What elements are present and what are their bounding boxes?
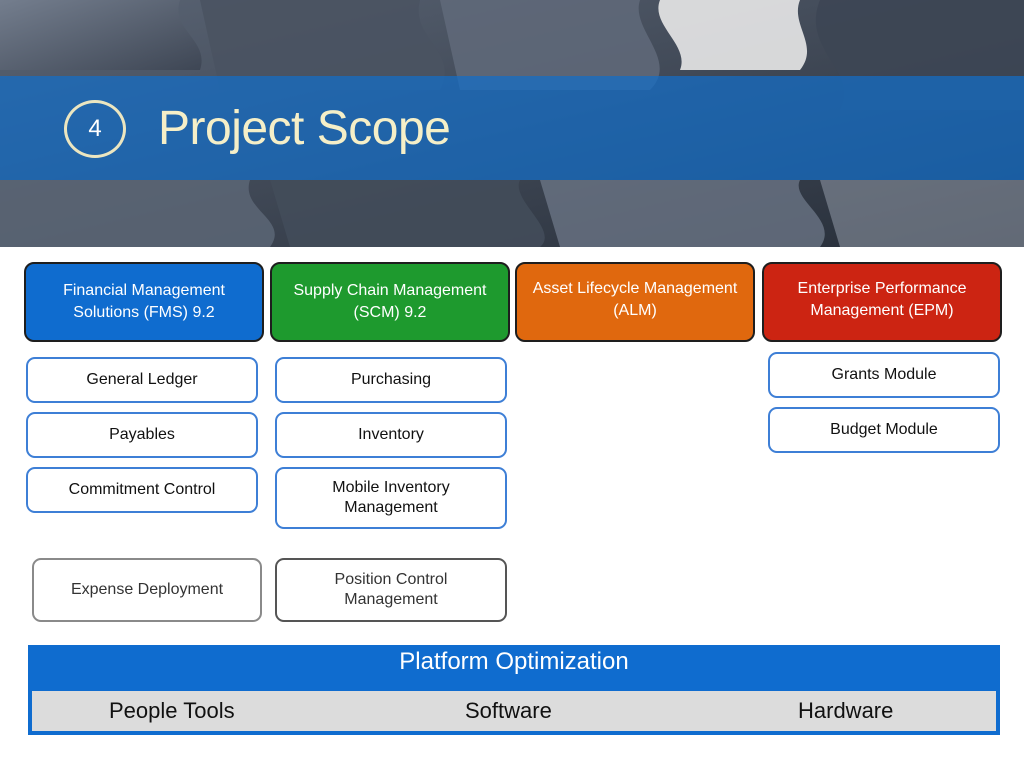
module-commitment-control: Commitment Control [26, 467, 258, 513]
module-expense-deployment: Expense Deployment [32, 558, 262, 622]
step-number-badge: 4 [64, 100, 126, 158]
title-band [0, 76, 1024, 180]
module-grants: Grants Module [768, 352, 1000, 398]
module-mobile-inventory-management: Mobile Inventory Management [275, 467, 507, 529]
platform-items-bar: People Tools Software Hardware [32, 691, 996, 731]
category-alm: Asset Lifecycle Management (ALM) [515, 262, 755, 342]
platform-optimization-panel: Platform Optimization People Tools Softw… [28, 645, 1000, 735]
header-banner: 4 Project Scope [0, 0, 1024, 247]
platform-item-software: Software [465, 697, 552, 725]
platform-title: Platform Optimization [28, 647, 1000, 677]
module-purchasing: Purchasing [275, 357, 507, 403]
module-payables: Payables [26, 412, 258, 458]
module-position-control-management: Position Control Management [275, 558, 507, 622]
category-fms: Financial Management Solutions (FMS) 9.2 [24, 262, 264, 342]
module-general-ledger: General Ledger [26, 357, 258, 403]
module-budget: Budget Module [768, 407, 1000, 453]
page-title: Project Scope [158, 100, 450, 158]
platform-item-people-tools: People Tools [109, 697, 235, 725]
module-inventory: Inventory [275, 412, 507, 458]
category-epm: Enterprise Performance Management (EPM) [762, 262, 1002, 342]
category-scm: Supply Chain Management (SCM) 9.2 [270, 262, 510, 342]
platform-item-hardware: Hardware [798, 697, 893, 725]
